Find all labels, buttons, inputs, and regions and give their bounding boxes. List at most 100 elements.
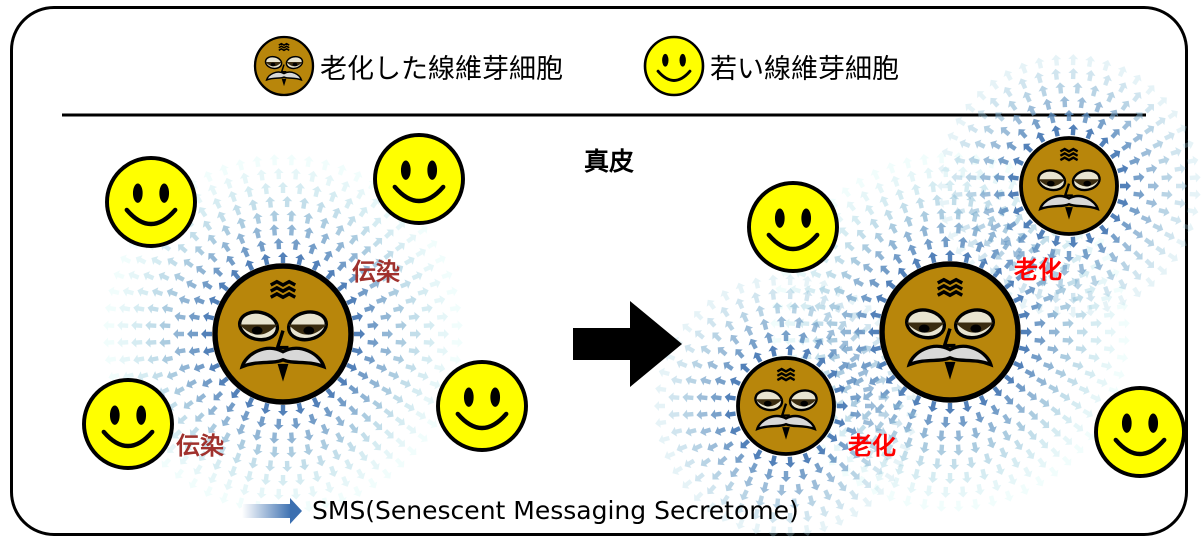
- sms-arrow: [179, 454, 190, 465]
- sms-arrow: [1018, 62, 1029, 74]
- sms-arrow: [358, 450, 368, 462]
- sms-arrow: [1051, 292, 1062, 304]
- sms-arrow: [303, 155, 314, 168]
- sms-arrow: [1020, 483, 1030, 495]
- sms-arrow: [186, 379, 197, 389]
- sms-arrow: [990, 264, 1000, 275]
- sms-arrow: [759, 318, 770, 331]
- sms-arrow: [1117, 66, 1127, 78]
- sms-arrow: [1189, 172, 1201, 183]
- sms-arrow: [860, 191, 870, 202]
- sms-arrow: [884, 472, 895, 482]
- sms-arrow: [834, 255, 845, 265]
- sms-arrow: [159, 337, 171, 348]
- sms-arrow: [785, 274, 796, 286]
- sms-arrow: [802, 452, 812, 464]
- diagram-frame: [10, 6, 1188, 536]
- sms-arrow: [740, 439, 751, 449]
- sms-arrow: [1163, 131, 1175, 141]
- sms-arrow: [1072, 82, 1083, 94]
- sms-arrow: [902, 157, 913, 169]
- sms-arrow: [1132, 92, 1142, 103]
- sms-arrow: [707, 442, 719, 452]
- sms-arrow: [361, 412, 371, 422]
- sms-arrow: [1064, 251, 1074, 262]
- sms-arrow: [870, 169, 880, 181]
- sms-arrow: [446, 286, 458, 297]
- sms-arrow: [1187, 206, 1199, 217]
- sms-arrow: [324, 175, 335, 187]
- sms-arrow: [1027, 105, 1037, 117]
- sms-arrow: [987, 495, 998, 507]
- sms-arrow: [411, 387, 423, 397]
- sms-arrow: [1023, 143, 1034, 153]
- sms-arrow: [299, 459, 310, 471]
- sms-arrow: [1145, 276, 1155, 287]
- sms-arrow: [1013, 206, 1024, 216]
- sms-arrow: [328, 191, 338, 203]
- sms-arrow: [1110, 233, 1120, 243]
- sms-arrow: [1144, 104, 1155, 114]
- sms-arrow: [1047, 309, 1059, 320]
- sms-arrow: [312, 186, 322, 198]
- region-title: 真皮: [584, 147, 635, 176]
- sms-arrow: [955, 116, 967, 127]
- sms-arrow: [682, 409, 694, 420]
- sms-arrow: [1118, 82, 1128, 94]
- sms-arrow: [875, 470, 885, 482]
- legend-old-face-icon: [253, 35, 315, 97]
- sms-arrow: [932, 458, 943, 470]
- sms-arrow: [974, 223, 986, 233]
- sms-arrow: [837, 480, 847, 492]
- sms-arrow: [1072, 293, 1084, 304]
- sms-arrow: [893, 401, 904, 411]
- sms-arrow: [335, 432, 345, 443]
- sms-arrow: [995, 112, 1005, 122]
- sms-arrow: [1025, 448, 1035, 460]
- sms-arrow: [1068, 306, 1079, 318]
- sms-arrow: [449, 354, 462, 365]
- sms-arrow: [841, 187, 852, 198]
- sms-arrow: [135, 255, 147, 265]
- sms-arrow: [1051, 68, 1062, 80]
- sms-arrow: [1021, 327, 1032, 337]
- sms-arrow: [875, 251, 885, 261]
- sms-arrow: [405, 362, 417, 373]
- sms-arrow: [1062, 435, 1073, 445]
- sms-arrow: [1096, 276, 1108, 287]
- sms-arrow: [323, 406, 333, 418]
- sms-arrow: [1011, 196, 1021, 207]
- sms-arrow: [951, 189, 963, 200]
- sms-arrow: [834, 286, 844, 298]
- sms-arrow: [840, 327, 851, 337]
- sms-arrow: [381, 386, 392, 396]
- sms-arrow: [217, 211, 227, 223]
- sms-arrow: [361, 246, 371, 256]
- sms-arrow: [869, 278, 880, 288]
- sms-arrow: [384, 429, 394, 439]
- sms-arrow: [839, 227, 849, 237]
- sms-arrow: [954, 155, 966, 166]
- sms-arrow: [735, 518, 746, 530]
- sms-arrow: [850, 409, 862, 420]
- sms-arrow: [152, 371, 164, 381]
- sms-arrow: [869, 443, 881, 453]
- sms-arrow: [256, 416, 267, 428]
- sms-arrow: [928, 181, 938, 193]
- sms-arrow: [1050, 447, 1060, 457]
- sms-arrow: [198, 450, 208, 462]
- sms-arrow: [203, 346, 215, 356]
- sms-arrow: [1110, 129, 1120, 139]
- sms-arrow: [849, 489, 859, 500]
- sms-arrow: [990, 222, 1002, 232]
- sms-arrow: [1076, 97, 1087, 109]
- sms-arrow: [337, 376, 348, 386]
- sms-arrow: [857, 434, 869, 445]
- sms-arrow: [1004, 162, 1014, 174]
- sms-arrow: [158, 271, 170, 281]
- sms-arrow: [319, 217, 330, 229]
- sms-arrow: [869, 376, 880, 386]
- sms-arrow: [966, 457, 977, 469]
- sms-arrow: [691, 443, 703, 453]
- sms-arrow: [183, 399, 194, 410]
